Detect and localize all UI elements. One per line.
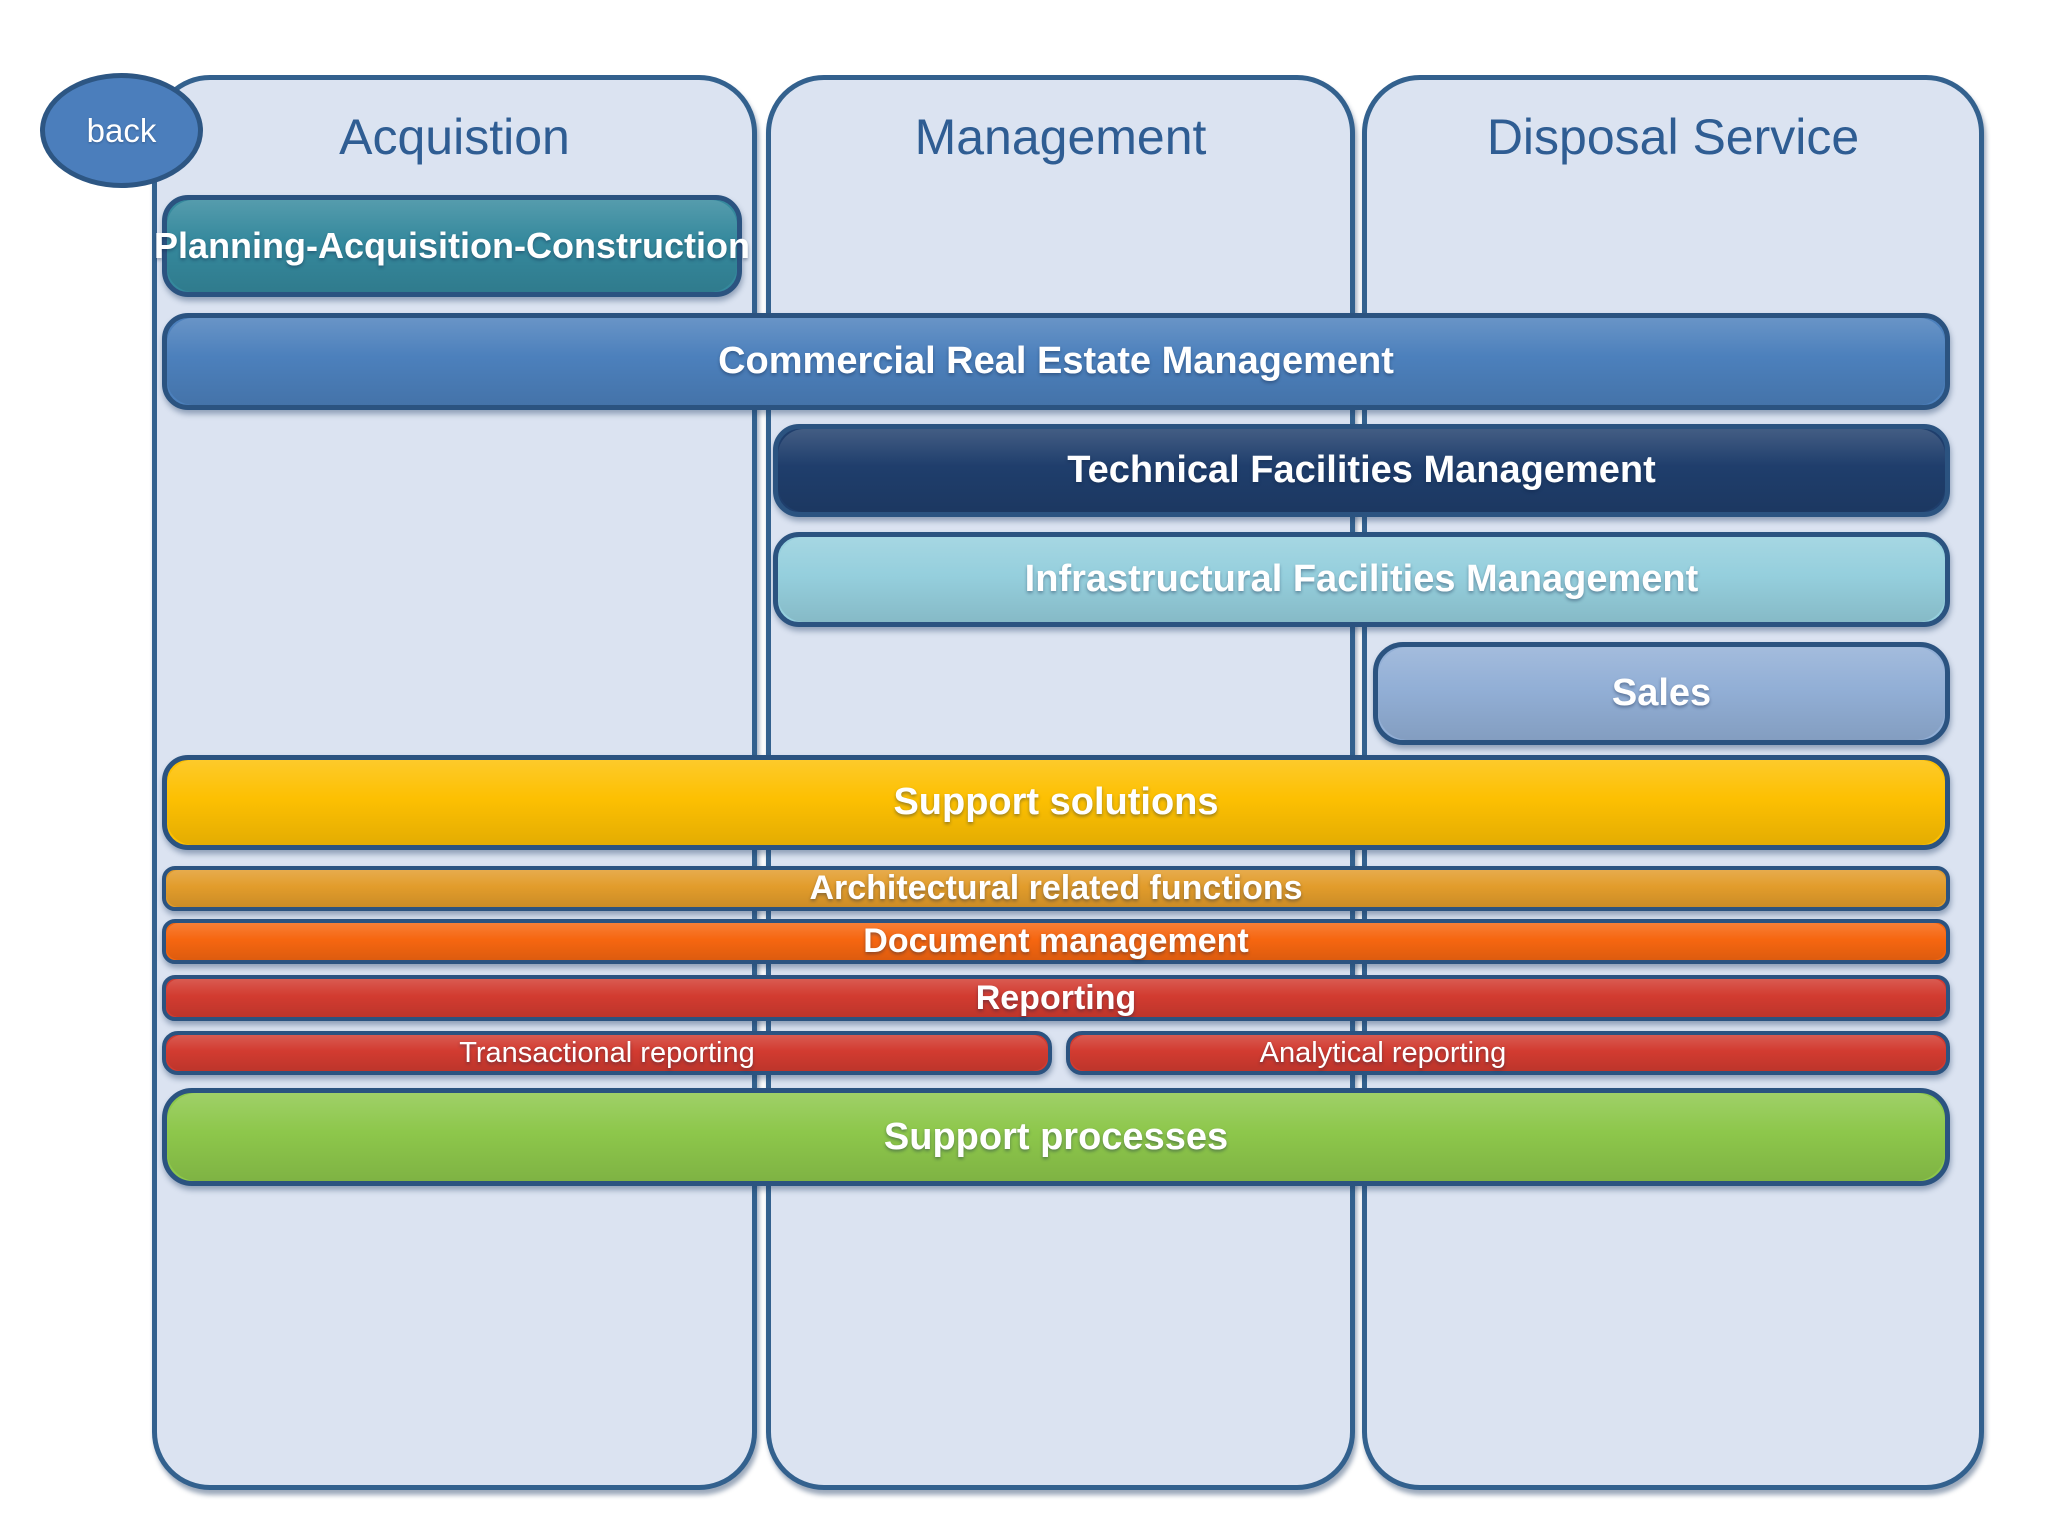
- back-button[interactable]: back: [40, 73, 203, 188]
- bar-analytical-reporting[interactable]: Analytical reporting: [1066, 1031, 1950, 1075]
- bar-document-management[interactable]: Document management: [162, 919, 1950, 964]
- column-title-acquisition: Acquistion: [339, 109, 570, 165]
- column-title-management: Management: [914, 109, 1207, 165]
- bar-architectural-related-functions[interactable]: Architectural related functions: [162, 866, 1950, 911]
- bar-sales[interactable]: Sales: [1373, 642, 1950, 745]
- bar-technical-facilities-management[interactable]: Technical Facilities Management: [773, 424, 1950, 517]
- column-title-disposal-service: Disposal Service: [1486, 109, 1860, 165]
- bar-planning-acquisition-construction[interactable]: Planning-Acquisition-Construction: [154, 195, 750, 297]
- bar-infrastructural-facilities-management[interactable]: Infrastructural Facilities Management: [773, 532, 1950, 627]
- bar-label: Analytical reporting: [1259, 1036, 1507, 1069]
- bar-support-processes[interactable]: Support processes: [162, 1088, 1950, 1186]
- bar-transactional-reporting[interactable]: Transactional reporting: [162, 1031, 1052, 1075]
- bar-label: Support solutions: [893, 781, 1219, 823]
- bar-label: Document management: [863, 922, 1249, 960]
- bar-support-solutions[interactable]: Support solutions: [162, 755, 1950, 850]
- bar-label: Technical Facilities Management: [1067, 449, 1656, 491]
- bar-label: Architectural related functions: [809, 869, 1303, 907]
- back-button-label: back: [86, 111, 157, 149]
- bar-commercial-real-estate-management[interactable]: Commercial Real Estate Management: [162, 313, 1950, 410]
- bar-label: Commercial Real Estate Management: [718, 340, 1394, 382]
- bar-label: Infrastructural Facilities Management: [1024, 558, 1699, 600]
- bar-label: Planning-Acquisition-Construction: [154, 225, 750, 266]
- bar-label: Support processes: [883, 1115, 1229, 1158]
- bar-label: Reporting: [975, 978, 1137, 1017]
- bar-reporting[interactable]: Reporting: [162, 975, 1950, 1021]
- bar-label: Transactional reporting: [459, 1036, 755, 1069]
- bar-label: Sales: [1611, 672, 1712, 714]
